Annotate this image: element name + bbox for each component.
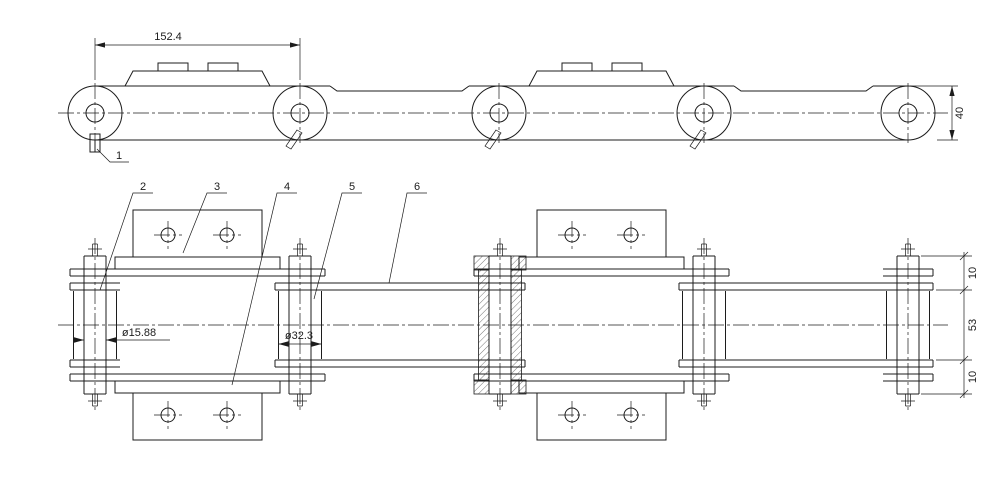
outer-link-plates	[69, 268, 934, 382]
callout-2: 2	[99, 181, 153, 291]
attachment-plate-top-1	[114, 209, 281, 269]
attachment-plate-bottom-1	[114, 381, 281, 441]
callout-1: 1	[96, 148, 129, 163]
attachment-profile-2	[528, 62, 675, 87]
side-elevation-view: 152.4 40 1	[58, 31, 966, 163]
inner-link-plates	[69, 282, 934, 368]
callout-4: 4	[231, 181, 297, 386]
callout-2-label: 2	[140, 181, 146, 193]
callout-3-label: 3	[214, 181, 220, 193]
callout-3: 3	[182, 181, 227, 254]
pin-centerlines	[94, 238, 909, 412]
dim-pitch-label: 152.4	[154, 31, 182, 43]
callout-4-label: 4	[284, 181, 290, 193]
attachment-profile-1	[124, 62, 271, 87]
dim-stack-right: 10 53 10	[921, 251, 979, 399]
attachment-plate-bottom-2	[518, 381, 685, 441]
callout-5: 5	[313, 181, 362, 300]
callout-6-label: 6	[414, 181, 420, 193]
dim-plate-height-label: 40	[954, 107, 966, 119]
cotter-pin-side-views	[89, 129, 707, 153]
dim-offset-bottom-label: 10	[967, 371, 979, 383]
attachment-plate-top-2	[518, 209, 685, 269]
rollers	[73, 291, 930, 359]
sectioned-joint	[473, 243, 527, 407]
dim-pin-diameter-label: ø15.88	[122, 327, 156, 339]
callout-6: 6	[388, 181, 427, 284]
dim-plate-height: 40	[910, 85, 966, 141]
roller-circles	[67, 85, 936, 141]
dim-pin-diameter: ø15.88	[74, 327, 170, 343]
dim-roller-diameter-label: ø32.3	[285, 330, 313, 342]
dim-pitch: 152.4	[94, 31, 301, 80]
dim-offset-top-label: 10	[967, 267, 979, 279]
callout-5-label: 5	[349, 181, 355, 193]
dim-roller-diameter: ø32.3	[278, 330, 322, 347]
dim-inner-width-label: 53	[967, 319, 979, 331]
link-plate-edges	[95, 85, 908, 141]
plan-view: ø15.88 ø32.3 10 53 10 2 3 4	[58, 181, 979, 441]
chain-pins	[83, 243, 920, 407]
callout-1-label: 1	[116, 150, 122, 162]
joint-centerlines	[94, 83, 909, 143]
